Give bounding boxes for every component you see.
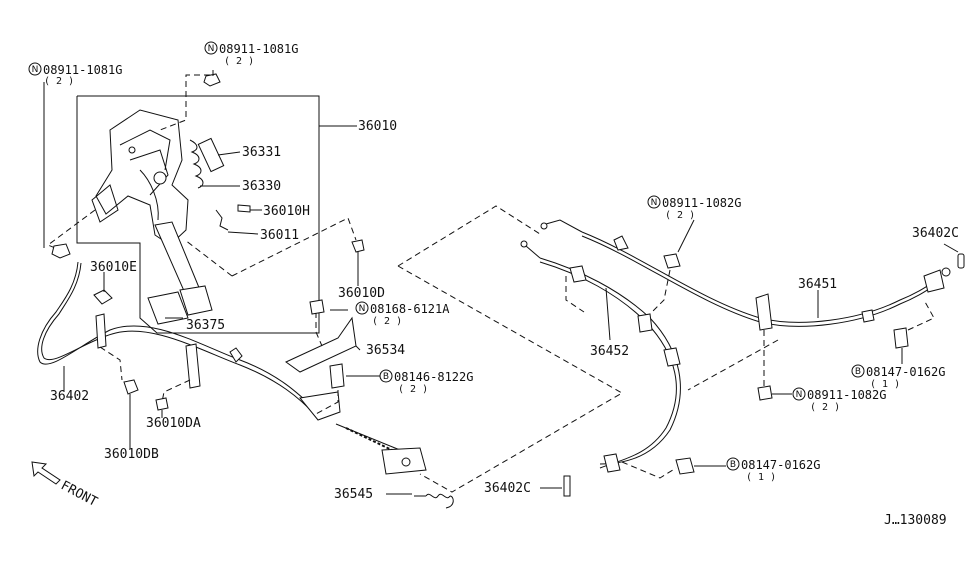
callout-36402C-upper: 36402C: [912, 226, 959, 241]
callout-36330: 36330: [242, 179, 281, 194]
callout-36375: 36375: [186, 318, 225, 333]
quantity: ( 2 ): [810, 402, 840, 413]
cable-pin: [563, 475, 571, 497]
callout-36010: 36010: [358, 119, 397, 134]
part-number: 08911-1082G: [662, 196, 741, 210]
drawing-number: J…130089: [884, 513, 947, 528]
callout-08147-0162G-lower: B 08147-0162G ( 1 ): [726, 457, 820, 483]
parking-brake-pedal-assembly: [91, 109, 213, 325]
callout-36010E: 36010E: [90, 260, 137, 275]
callout-36451: 36451: [798, 277, 837, 292]
nut-icon: [351, 239, 365, 253]
callout-08146-8122G: B 08146-8122G ( 2 ): [379, 369, 473, 395]
callout-08911-1082G-lower: N 08911-1082G ( 2 ): [792, 387, 886, 413]
quantity: ( 2 ): [665, 210, 695, 221]
quantity: ( 1 ): [870, 379, 900, 390]
svg-text:N: N: [208, 44, 215, 54]
quantity: ( 1 ): [746, 472, 776, 483]
svg-text:B: B: [730, 460, 736, 470]
callout-08911-1081G-left: N 08911-1081G ( 2 ): [28, 62, 122, 87]
callout-36010DB: 36010DB: [104, 447, 159, 462]
callout-08911-1082G-upper: N 08911-1082G ( 2 ): [647, 195, 741, 221]
nut-icon: [51, 243, 71, 259]
quantity: ( 2 ): [372, 316, 402, 327]
cable-spring: [414, 493, 454, 509]
callout-36402: 36402: [50, 389, 89, 404]
callout-36010D: 36010D: [338, 286, 385, 301]
callout-36402C-lower: 36402C: [484, 481, 531, 496]
rear-cable-left: [539, 257, 681, 473]
callout-36452: 36452: [590, 344, 629, 359]
front-label: FRONT: [58, 478, 100, 510]
pedal-assembly-frame: [76, 95, 320, 334]
svg-text:N: N: [32, 65, 39, 75]
front-direction-arrow: FRONT: [31, 461, 100, 510]
callout-36534: 36534: [366, 343, 405, 358]
rear-cable-right: [581, 231, 951, 331]
cable-pin: [957, 253, 965, 269]
nut-icon: [203, 73, 221, 87]
callout-36545: 36545: [334, 487, 373, 502]
callout-36010DA: 36010DA: [146, 416, 201, 431]
part-number: 08147-0162G: [741, 458, 820, 472]
cable-guide-bracket: [285, 316, 357, 373]
floor-outline: [397, 205, 541, 267]
svg-text:N: N: [796, 390, 803, 400]
part-number: 08147-0162G: [866, 365, 945, 379]
part-number: 08911-1082G: [807, 388, 886, 402]
part-number: 08911-1081G: [43, 63, 122, 77]
part-number: 08911-1081G: [219, 42, 298, 56]
cable-bracket: [95, 313, 107, 349]
svg-text:N: N: [651, 198, 658, 208]
quantity: ( 2 ): [224, 56, 254, 67]
callout-08168-6121A: N 08168-6121A ( 2 ): [355, 301, 450, 327]
part-number: 08146-8122G: [394, 370, 473, 384]
svg-text:N: N: [359, 304, 366, 314]
cable-clip: [93, 289, 113, 305]
callout-08911-1081G-top: N 08911-1081G ( 2 ): [204, 41, 298, 67]
callout-36011: 36011: [260, 228, 299, 243]
pedal-sleeve: [197, 137, 225, 173]
svg-text:B: B: [855, 367, 861, 377]
return-spring: [189, 139, 204, 189]
quantity: ( 2 ): [398, 384, 428, 395]
callout-36331: 36331: [242, 145, 281, 160]
callout-36010H: 36010H: [263, 204, 310, 219]
quantity: ( 2 ): [44, 76, 74, 87]
svg-text:B: B: [383, 372, 389, 382]
part-number: 08168-6121A: [370, 302, 450, 316]
callout-08147-0162G-upper: B 08147-0162G ( 1 ): [851, 364, 945, 390]
